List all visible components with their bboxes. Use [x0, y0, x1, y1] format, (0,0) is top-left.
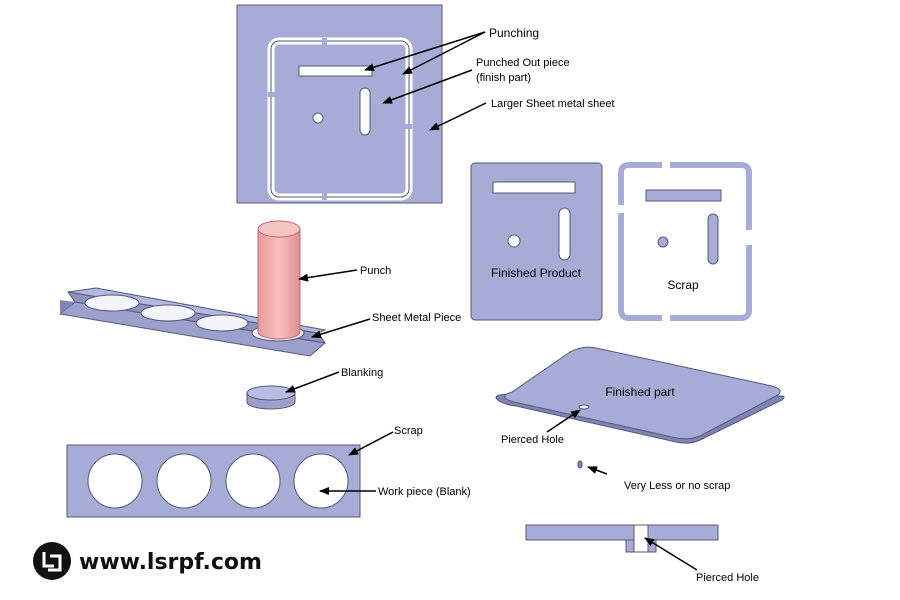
scrap-strip-figure — [66, 444, 361, 518]
tab — [322, 193, 327, 200]
label-scrap-bottom: Scrap — [394, 425, 423, 437]
punch-channel-edge — [270, 40, 410, 198]
label-work-piece: Work piece (Blank) — [378, 486, 471, 498]
label-sheet-metal-piece: Sheet Metal Piece — [372, 312, 461, 324]
scrap-frame-figure: Scrap — [618, 162, 752, 321]
punch-cylinder — [257, 228, 301, 340]
slug-top — [246, 385, 296, 401]
scrap-slug-vertical — [707, 213, 719, 265]
strip-hole — [140, 304, 196, 322]
blank-hole — [293, 453, 349, 509]
large-sheet-figure — [236, 4, 443, 204]
slot-vertical — [359, 87, 371, 136]
punch-top — [257, 220, 301, 238]
label-punched-out-line1: Punched Out piece — [476, 57, 570, 69]
pierced-hole — [578, 404, 590, 410]
slot-horizontal — [492, 181, 576, 194]
scrap-slug-hole — [657, 236, 669, 248]
finished-product-figure: Finished Product — [470, 162, 603, 321]
slot-horizontal — [298, 65, 373, 77]
small-hole — [312, 112, 324, 124]
brand-url[interactable]: www.lsrpf.com — [79, 550, 262, 575]
brand[interactable]: www.lsrpf.com — [33, 542, 262, 580]
pierce-slug — [577, 460, 583, 469]
scrap-segment — [618, 213, 662, 321]
tab — [268, 92, 275, 97]
label-larger-sheet: Larger Sheet metal sheet — [491, 98, 615, 110]
scrap-segment — [670, 245, 752, 321]
lsrpf-logo-icon — [33, 542, 71, 580]
blank-hole — [225, 453, 281, 509]
blank-hole — [87, 453, 143, 509]
label-pierced-hole-top: Pierced Hole — [501, 434, 564, 446]
strip-hole — [195, 314, 249, 332]
label-scrap-right: Scrap — [667, 278, 699, 292]
cross-section-figure — [525, 524, 719, 553]
blank-slug-figure — [246, 385, 296, 410]
scrap-segment — [618, 162, 662, 174]
strip-side — [60, 300, 75, 314]
finished-product-plate — [470, 162, 603, 321]
finished-part-top — [504, 346, 781, 440]
small-hole — [507, 234, 521, 248]
tab — [405, 124, 412, 129]
scrap-slug-horizontal — [645, 189, 722, 202]
label-blanking: Blanking — [341, 367, 383, 379]
finished-part-figure: Finished part — [495, 346, 785, 444]
label-punched-out-line2: (finish part) — [476, 72, 531, 84]
label-finished-product: Finished Product — [491, 266, 582, 280]
section-plate — [525, 524, 719, 541]
label-very-less-scrap: Very Less or no scrap — [624, 480, 730, 492]
label-finished-part: Finished part — [605, 385, 675, 399]
slot-vertical — [558, 207, 571, 261]
label-punching: Punching — [489, 26, 539, 40]
blank-hole — [156, 453, 212, 509]
label-punch: Punch — [360, 265, 391, 277]
label-pierced-hole-bottom: Pierced Hole — [696, 572, 759, 584]
scrap-segment — [670, 162, 752, 230]
tab — [322, 38, 327, 45]
strip-hole — [84, 294, 140, 312]
punch-strip-figure — [58, 220, 327, 357]
